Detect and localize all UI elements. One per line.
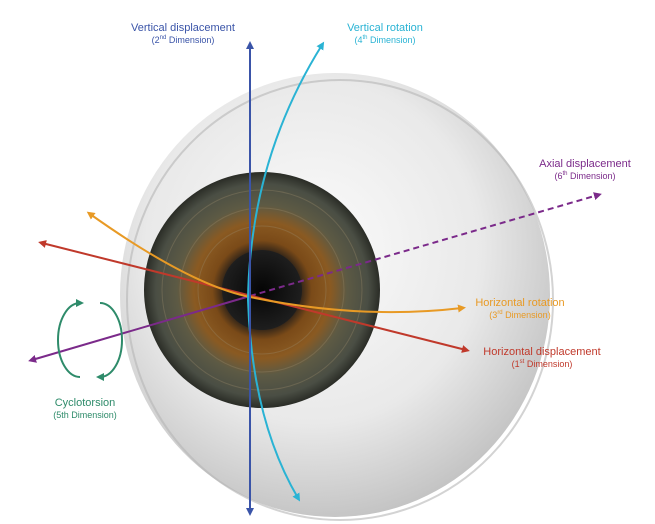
cyclotorsion-symbol: [57, 299, 123, 381]
horizontal-displacement-dimension: (1st Dimension): [511, 358, 573, 369]
axial-displacement-label: Axial displacement (6th Dimension): [520, 158, 650, 181]
horizontal-rotation-dimension: (3rd Dimension): [489, 309, 551, 320]
vertical-displacement-label: Vertical displacement (2nd Dimension): [118, 22, 248, 45]
horizontal-rotation-label: Horizontal rotation (3rd Dimension): [455, 297, 585, 320]
axial-displacement-title: Axial displacement: [539, 158, 631, 170]
vertical-rotation-dimension: (4th Dimension): [354, 34, 416, 45]
vertical-rotation-title: Vertical rotation: [347, 22, 423, 34]
horizontal-rotation-title: Horizontal rotation: [475, 297, 565, 309]
horizontal-displacement-label: Horizontal displacement (1st Dimension): [462, 346, 622, 369]
axial-displacement-dimension: (6th Dimension): [554, 170, 616, 181]
horizontal-displacement-title: Horizontal displacement: [483, 346, 601, 358]
vertical-displacement-dimension: (2nd Dimension): [151, 34, 215, 45]
cyclotorsion-label: Cyclotorsion (5th Dimension): [30, 397, 140, 420]
pupil: [222, 250, 302, 330]
vertical-rotation-label: Vertical rotation (4th Dimension): [330, 22, 440, 45]
cyclotorsion-title: Cyclotorsion: [54, 397, 116, 409]
cyclotorsion-dimension: (5th Dimension): [53, 409, 117, 420]
vertical-displacement-title: Vertical displacement: [131, 22, 235, 34]
